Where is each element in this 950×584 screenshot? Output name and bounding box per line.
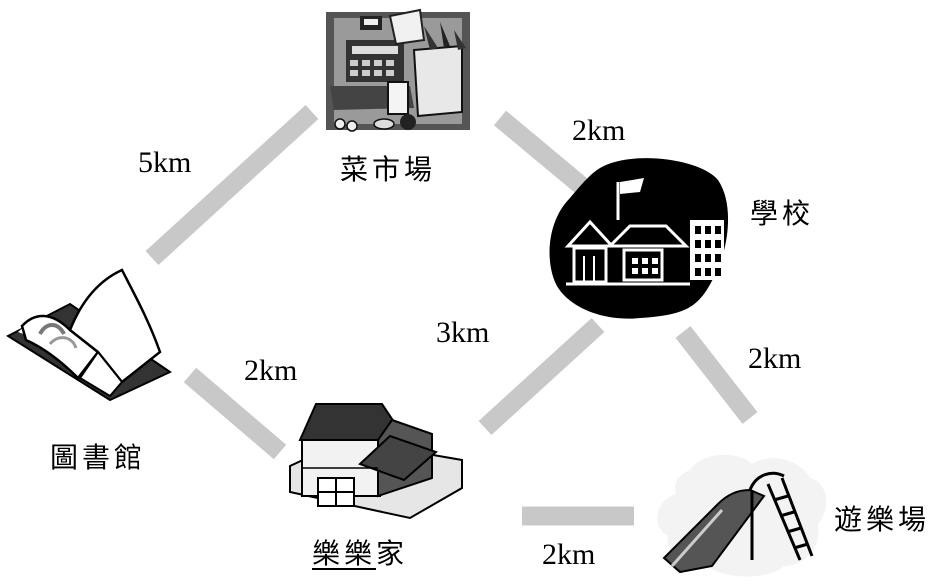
school-building-icon [549,158,729,319]
place-label-home: 樂樂家 [312,540,408,568]
distance-library-home: 2km [244,354,298,387]
road-market-school [493,110,591,196]
place-label-market: 菜市場 [340,153,437,186]
place-label-school: 學校 [750,197,815,230]
distance-market-school: 2km [572,114,626,147]
road-library-home [183,367,287,460]
distance-home-playground: 2km [542,538,596,571]
road-library-market [145,104,319,266]
distance-library-market: 5km [138,146,192,179]
distance-home-school: 3km [436,316,490,349]
open-book-icon [5,268,173,402]
slide-icon [657,454,827,577]
roads [145,104,758,526]
road-home-school [478,317,605,436]
home-suffix: 家 [376,537,409,570]
road-school-playground [675,326,758,424]
place-label-playground: 遊樂場 [834,503,931,536]
distance-school-playground: 2km [748,342,802,375]
house-icon [289,403,463,520]
cash-register-groceries-icon [326,8,470,132]
home-owner-name: 樂樂 [312,537,377,570]
place-label-library: 圖書館 [50,441,147,474]
